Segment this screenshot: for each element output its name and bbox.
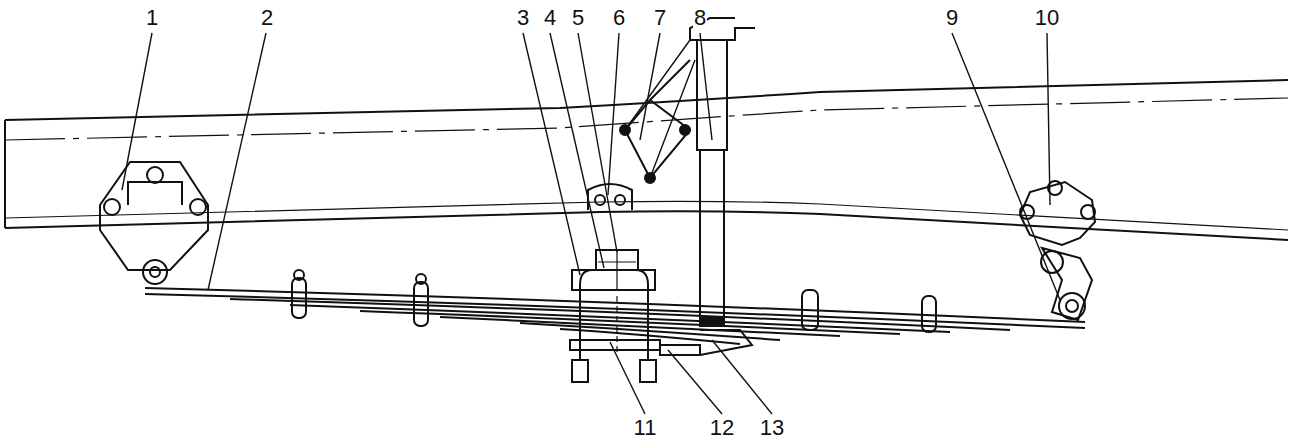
leader-line <box>208 33 266 290</box>
callout-number: 8 <box>693 6 707 30</box>
stop-bracket <box>588 184 632 210</box>
spring-eye <box>1066 300 1078 312</box>
bolt <box>1081 205 1095 219</box>
shock-body <box>700 150 724 320</box>
rivet <box>620 125 630 135</box>
clip-bolt <box>416 274 426 284</box>
callout-number: 9 <box>945 6 959 30</box>
shackle <box>1042 248 1092 320</box>
callout-number: 13 <box>759 416 785 440</box>
callout-number: 3 <box>516 6 530 30</box>
nut <box>572 360 588 382</box>
lower-bracket <box>660 345 700 355</box>
center-bolt <box>616 296 617 352</box>
leader-line <box>122 33 152 190</box>
shock-eye <box>700 318 724 326</box>
callout-number: 7 <box>653 6 667 30</box>
leader-line <box>712 340 772 414</box>
leader-line <box>608 33 619 195</box>
leaf <box>290 305 950 332</box>
spring-clip <box>922 296 936 332</box>
clamp-plate <box>570 340 660 350</box>
leader-line <box>1047 33 1050 205</box>
spring-eye <box>150 267 160 277</box>
front-bracket <box>100 162 208 270</box>
leader-line <box>668 350 722 414</box>
u-bolt <box>580 270 648 360</box>
callout-number: 12 <box>709 416 735 440</box>
leader-line <box>952 33 1060 300</box>
leader-lines <box>122 33 1060 414</box>
bolt <box>104 199 120 215</box>
callout-number: 2 <box>260 6 274 30</box>
shock-bracket <box>625 60 690 178</box>
rivet <box>645 173 655 183</box>
callout-number: 10 <box>1034 6 1060 30</box>
rivet <box>680 125 690 135</box>
leader-line <box>550 33 604 268</box>
callout-number: 4 <box>543 6 557 30</box>
leader-line <box>523 33 580 275</box>
bolt <box>595 195 605 205</box>
spring-clip <box>802 290 818 330</box>
spring-eye <box>1059 293 1085 319</box>
shock-bracket <box>625 40 695 178</box>
bolt <box>615 195 625 205</box>
bolt <box>147 167 163 183</box>
callout-number: 6 <box>612 6 626 30</box>
bolt <box>190 199 206 215</box>
callout-number: 1 <box>145 6 159 30</box>
spring-clip <box>292 278 306 318</box>
leader-line <box>610 342 645 414</box>
nut <box>640 360 656 382</box>
spring-seat <box>572 270 655 290</box>
axis-mark <box>598 250 636 290</box>
leaf <box>145 294 1085 328</box>
spring-eye <box>143 260 167 284</box>
leader-line <box>640 33 660 140</box>
shock-body <box>697 40 727 150</box>
front-bracket <box>128 182 182 205</box>
leader-line <box>700 33 712 140</box>
lower-bracket <box>700 330 752 355</box>
spring-clip <box>414 282 428 326</box>
frame-end <box>4 120 6 228</box>
callout-number: 11 <box>633 416 658 440</box>
leaf <box>440 317 840 336</box>
callout-number: 5 <box>571 6 585 30</box>
clip-bolt <box>294 270 304 280</box>
rear-bracket <box>1020 182 1095 245</box>
